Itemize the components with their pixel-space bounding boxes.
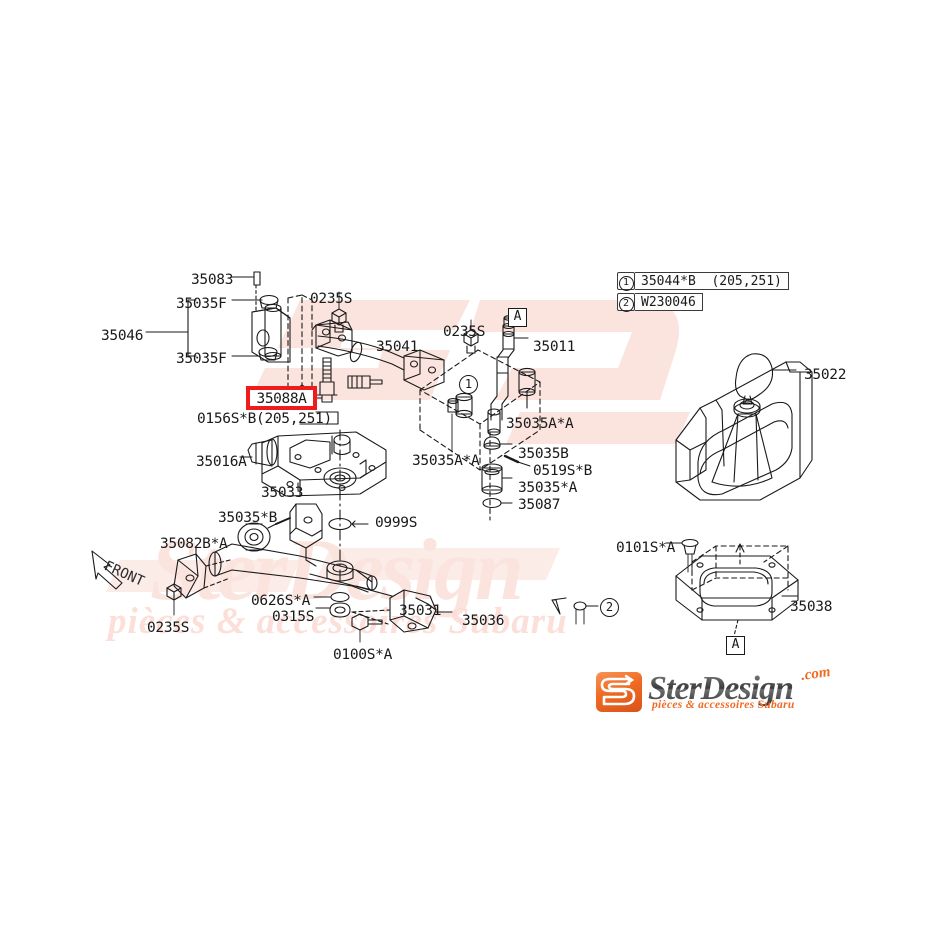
part-label-0235s: 0235S bbox=[147, 620, 190, 636]
highlighted-part-35088a: 35088A bbox=[246, 386, 317, 410]
brand-tagline: pièces & accessoires Subaru bbox=[652, 699, 795, 711]
legend-box: 1 35044*B (205,251) 2 W230046 bbox=[617, 272, 789, 314]
brand-tld: .com bbox=[799, 664, 832, 684]
part-label-35041: 35041 bbox=[376, 339, 419, 355]
highlighted-part-code: 35088A bbox=[256, 391, 307, 407]
legend-row: 2 W230046 bbox=[617, 293, 789, 312]
part-label-0156s-b-205-251: 0156S*B(205,251) bbox=[197, 411, 332, 427]
part-label-35035f: 35035F bbox=[176, 351, 227, 367]
part-label-35083: 35083 bbox=[191, 272, 234, 288]
part-label-0315s: 0315S bbox=[272, 609, 315, 625]
part-label-35011: 35011 bbox=[533, 339, 576, 355]
part-label-0519s-b: 0519S*B bbox=[533, 463, 593, 479]
part-label-35035a-a: 35035A*A bbox=[506, 416, 574, 432]
part-label-0100s-a: 0100S*A bbox=[333, 647, 393, 663]
part-label-35035b: 35035B bbox=[518, 446, 569, 462]
part-label-35031: 35031 bbox=[399, 603, 442, 619]
part-label-0101s-a: 0101S*A bbox=[616, 540, 676, 556]
part-label-35082b-a: 35082B*A bbox=[160, 536, 228, 552]
callout-circle-2: 2 bbox=[600, 598, 619, 617]
part-label-35022: 35022 bbox=[804, 367, 847, 383]
legend-marker-icon: 1 bbox=[617, 272, 635, 291]
part-label-0999s: 0999S bbox=[375, 515, 418, 531]
legend-marker-icon: 2 bbox=[617, 293, 635, 312]
part-label-35036: 35036 bbox=[462, 613, 505, 629]
part-label-0235s: 0235S bbox=[310, 291, 353, 307]
section-marker-a-bottom: A bbox=[726, 636, 745, 655]
brand-logo: SterDesign .com pièces & accessoires Sub… bbox=[596, 664, 858, 720]
section-marker-a-top: A bbox=[508, 308, 527, 327]
part-label-35087: 35087 bbox=[518, 497, 561, 513]
part-label-35035-a: 35035*A bbox=[518, 480, 578, 496]
legend-part-code: W230046 bbox=[635, 293, 703, 311]
part-label-35038: 35038 bbox=[790, 599, 833, 615]
brand-monogram-icon bbox=[600, 674, 636, 706]
part-label-35035a-a: 35035A*A bbox=[412, 453, 480, 469]
part-label-35016a: 35016A bbox=[196, 454, 247, 470]
part-label-35033: 35033 bbox=[261, 485, 304, 501]
part-label-35035-b: 35035*B bbox=[218, 510, 278, 526]
callout-circle-1: 1 bbox=[459, 375, 478, 394]
part-label-35046: 35046 bbox=[101, 328, 144, 344]
part-label-0626s-a: 0626S*A bbox=[251, 593, 311, 609]
brand-name: SterDesign bbox=[648, 670, 794, 707]
brand-logo-mark bbox=[596, 672, 642, 712]
legend-part-code: 35044*B (205,251) bbox=[635, 272, 789, 290]
part-label-35035f: 35035F bbox=[176, 296, 227, 312]
part-label-0235s: 0235S bbox=[443, 324, 486, 340]
legend-row: 1 35044*B (205,251) bbox=[617, 272, 789, 291]
